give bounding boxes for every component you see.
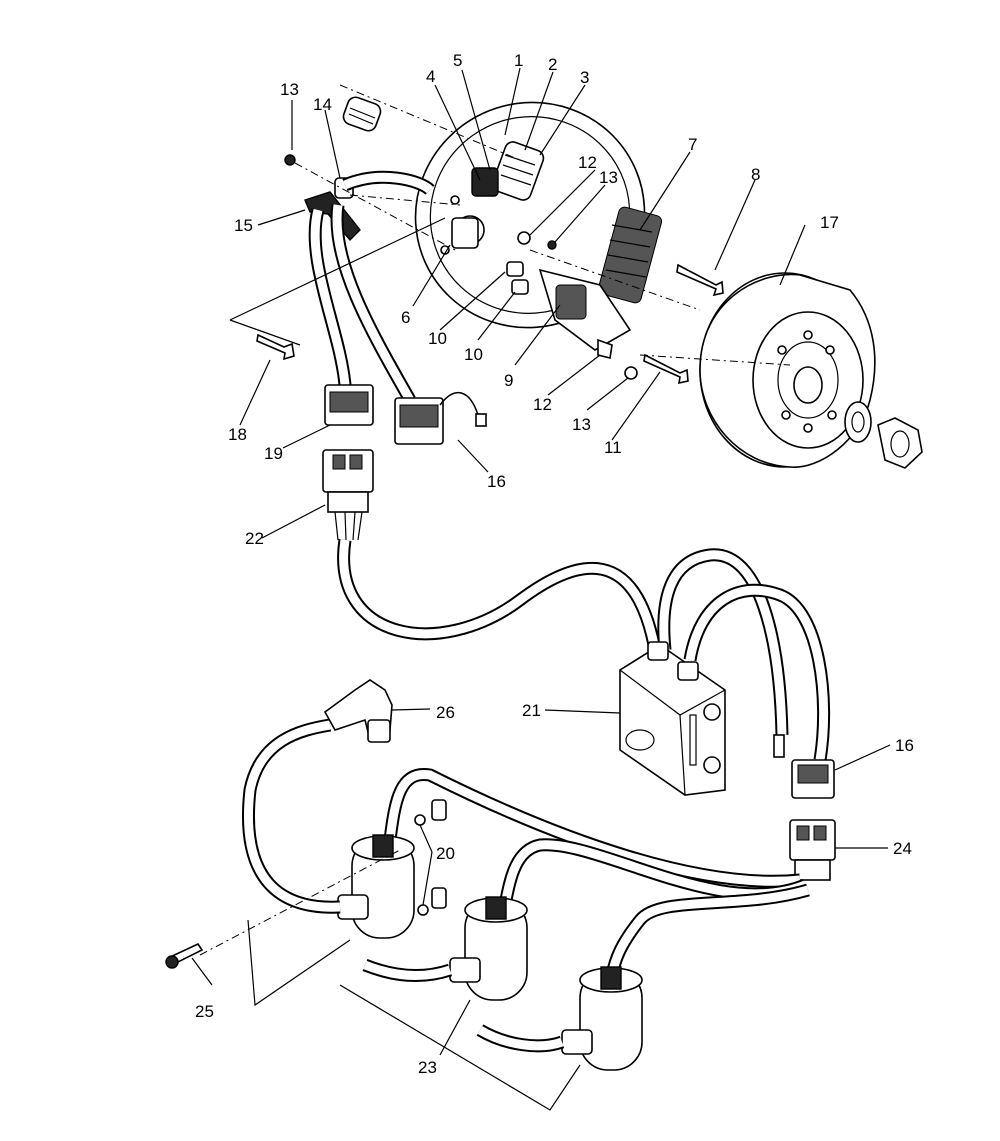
callout-24: 24	[893, 839, 912, 858]
assembly-lines	[199, 84, 791, 956]
callout-23: 23	[418, 1058, 437, 1077]
callout-12b: 12	[533, 395, 552, 414]
stator-coil-small	[471, 167, 499, 197]
flywheel-washer	[844, 401, 872, 443]
spacers-10	[506, 261, 529, 295]
callout-19: 19	[264, 444, 283, 463]
callout-26: 26	[436, 703, 455, 722]
flywheel-nut	[877, 417, 923, 469]
callout-22: 22	[245, 529, 264, 548]
callout-10a: 10	[428, 329, 447, 348]
callout-13b: 13	[599, 168, 618, 187]
ignition-coil-1	[337, 834, 415, 939]
callout-8: 8	[751, 165, 760, 184]
callout-17: 17	[820, 213, 839, 232]
screw-13-top	[284, 154, 296, 166]
charging-coil-7	[597, 206, 663, 304]
connector-24	[789, 819, 836, 881]
callout-16a: 16	[487, 472, 506, 491]
nut-13-mid	[547, 240, 557, 250]
ignition-coil-2	[449, 896, 528, 1001]
cdi-harness	[337, 539, 831, 762]
callout-4: 4	[426, 67, 435, 86]
connector-22	[322, 449, 374, 541]
screw-8	[676, 263, 724, 297]
screw-18	[256, 333, 295, 361]
nut-13-lower	[624, 366, 638, 380]
callout-11: 11	[604, 438, 622, 457]
coil-harness	[383, 767, 810, 977]
pulser-coil-6	[451, 217, 479, 249]
leader-lines	[191, 67, 891, 1111]
ignition-coil-3	[561, 966, 643, 1071]
callout-13c: 13	[572, 415, 591, 434]
lighting-coil-9	[538, 268, 632, 351]
callout-6: 6	[401, 308, 410, 327]
stator-coil-upper	[491, 141, 545, 201]
callout-13a: 13	[280, 80, 299, 99]
callout-9: 9	[504, 371, 513, 390]
callout-3: 3	[580, 68, 589, 87]
callout-18: 18	[228, 425, 247, 444]
callout-15: 15	[234, 216, 253, 235]
callout-12a: 12	[578, 153, 597, 172]
callout-10b: 10	[464, 345, 483, 364]
callout-1: 1	[514, 51, 523, 70]
callout-21: 21	[522, 701, 541, 720]
stator-harness	[308, 170, 435, 404]
callout-2: 2	[548, 55, 557, 74]
screw-25	[165, 942, 204, 969]
high-tension-leads	[242, 718, 565, 1053]
callout-labels: 1 2 3 4 5 6 7 8 9 10 10 11 12 12 13 13 1…	[195, 51, 914, 1077]
grommet-top	[342, 96, 382, 132]
connector-19	[324, 384, 374, 426]
connector-16-bottom	[773, 734, 835, 799]
callout-5: 5	[453, 51, 462, 70]
cdi-module	[619, 641, 726, 796]
callout-7: 7	[688, 135, 697, 154]
connector-16-top	[394, 391, 487, 445]
coil-spacers	[414, 799, 447, 916]
washer-12-mid	[517, 231, 531, 245]
flywheel	[699, 272, 876, 468]
bracket-12-lower	[597, 338, 613, 359]
spark-plug-cap	[323, 679, 393, 743]
screw-11	[643, 353, 689, 385]
callout-25: 25	[195, 1002, 214, 1021]
callout-16b: 16	[895, 736, 914, 755]
callout-20: 20	[436, 844, 455, 863]
callout-14: 14	[313, 95, 332, 114]
